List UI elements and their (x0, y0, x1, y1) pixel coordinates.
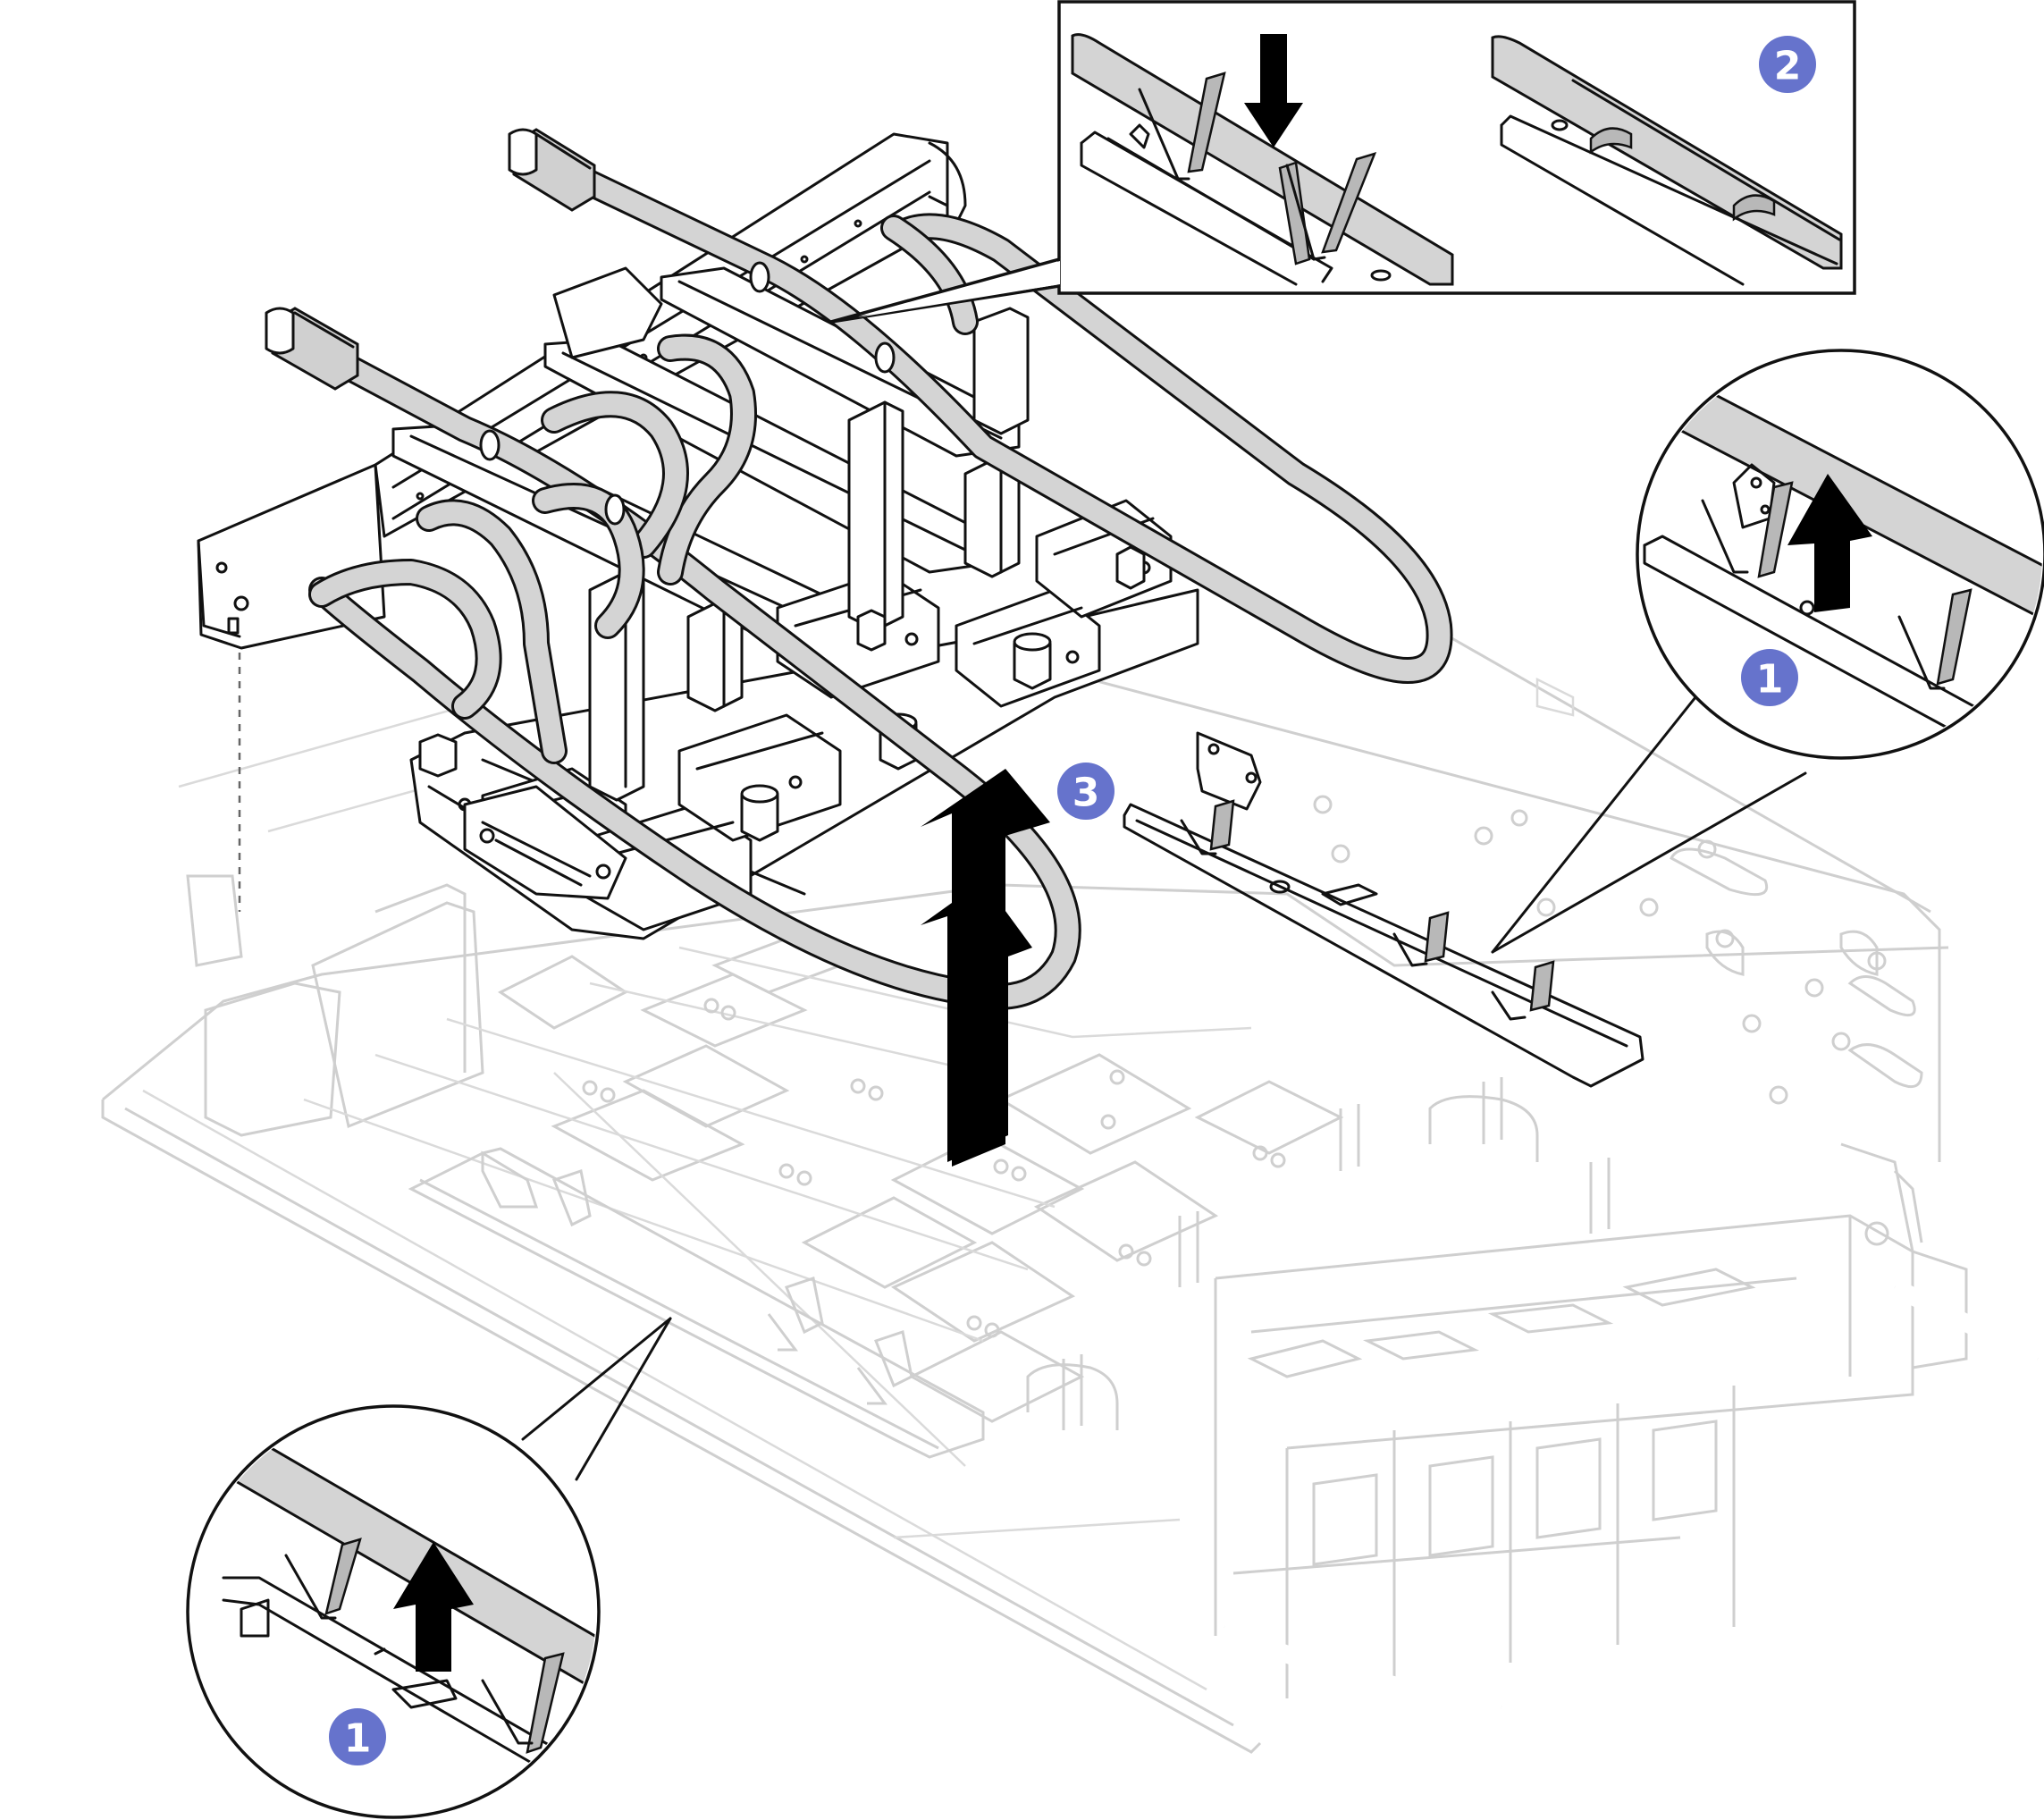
callout-label-step-1-right: 1 (1756, 657, 1784, 703)
quick-connect-upper (508, 128, 596, 212)
cold-plate-assembly (197, 132, 1199, 940)
coolant-tubes (265, 128, 1453, 1010)
bracket-lower-left (408, 1147, 985, 1459)
magnifier-right-step-1 (1491, 349, 2044, 954)
quick-connect-lower (265, 307, 359, 391)
bracket-upper-right (1123, 731, 1644, 1088)
chassis-faded (101, 624, 2042, 1754)
callout-label-step-1-bottom: 1 (344, 1716, 372, 1762)
callout-badge-step-3: 3 (1057, 763, 1115, 820)
callout-badge-step-2: 2 (1759, 36, 1816, 93)
callout-box-step-2 (830, 0, 1856, 324)
callout-badge-step-1-right: 1 (1741, 649, 1798, 706)
callout-badge-step-1-bottom: 1 (329, 1708, 386, 1765)
callout-label-step-2: 2 (1774, 44, 1802, 89)
magnifier-bottom-step-1 (186, 1317, 672, 1819)
lift-arrow-step-3 (921, 769, 1050, 1167)
callout-label-step-3: 3 (1072, 771, 1100, 816)
